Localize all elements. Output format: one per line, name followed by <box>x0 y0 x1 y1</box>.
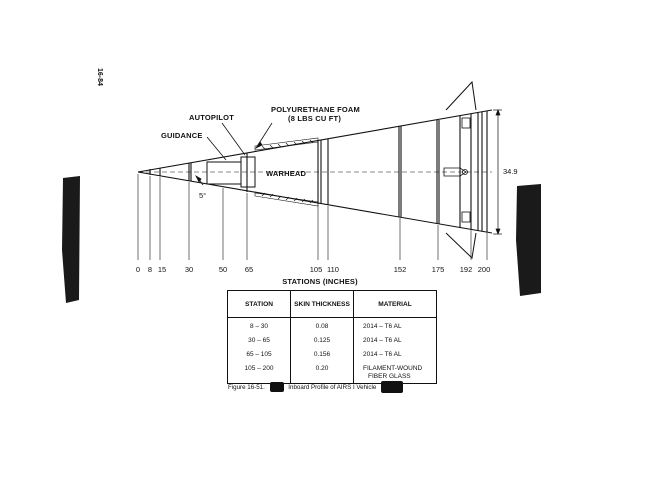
thickness-cell: 0.156 <box>290 350 354 364</box>
scan-artifact-right <box>516 184 541 296</box>
scan-blot <box>269 382 284 393</box>
table-row: 8 – 30 0.08 2014 – T6 AL <box>227 317 437 336</box>
foam-density-label: (8 LBS CU FT) <box>288 114 341 123</box>
cone-outline <box>137 109 493 234</box>
leader-lines <box>195 122 273 186</box>
foam-label: POLYURETHANE FOAM <box>271 105 360 114</box>
material-cell: 2014 – T6 AL <box>353 350 437 364</box>
station-extension-lines <box>137 174 488 260</box>
base-equipment <box>443 117 471 223</box>
material-cell: 2014 – T6 AL <box>353 336 437 350</box>
header-skin-thickness: SKIN THICKNESS <box>290 290 354 318</box>
station-tick: 50 <box>219 265 227 274</box>
scan-blot <box>381 381 404 394</box>
autopilot-label: AUTOPILOT <box>189 113 234 122</box>
material-line-2: FIBER GLASS <box>368 373 411 380</box>
page-number: 16-84 <box>96 68 103 86</box>
station-cell: 65 – 105 <box>227 350 291 364</box>
skin-thickness-table: STATION SKIN THICKNESS MATERIAL 8 – 30 0… <box>227 290 437 384</box>
station-tick: 0 <box>136 265 140 274</box>
station-tick: 152 <box>394 265 407 274</box>
station-tick: 192 <box>460 265 473 274</box>
header-station: STATION <box>227 290 291 318</box>
table-header-row: STATION SKIN THICKNESS MATERIAL <box>227 290 437 318</box>
table-row: 105 – 200 0.20 FILAMENT-WOUND FIBER GLAS… <box>227 364 437 384</box>
station-tick: 200 <box>478 265 491 274</box>
angle-label: 5° <box>199 191 206 200</box>
scan-artifact-left <box>62 176 80 303</box>
station-tick: 175 <box>432 265 445 274</box>
stations-axis-title: STATIONS (INCHES) <box>282 277 358 286</box>
table-row: 65 – 105 0.156 2014 – T6 AL <box>227 350 437 364</box>
station-tick: 110 <box>327 265 339 274</box>
figure-caption: Figure 16-51. Inboard Profile of AIRS I … <box>228 381 406 395</box>
figure-number: Figure 16-51. <box>228 384 265 391</box>
material-cell: 2014 – T6 AL <box>353 317 437 336</box>
station-cell: 30 – 65 <box>227 336 291 350</box>
station-tick: 15 <box>158 265 166 274</box>
table-row: 30 – 65 0.125 2014 – T6 AL <box>227 336 437 350</box>
station-tick: 8 <box>148 265 152 274</box>
guidance-autopilot-boxes <box>206 156 256 188</box>
station-tick: 65 <box>245 265 253 274</box>
station-tick: 30 <box>185 265 193 274</box>
diameter-dimension <box>493 109 502 235</box>
foam-band <box>254 137 319 207</box>
station-bulkheads <box>149 111 488 232</box>
station-ticks: 0 8 15 30 50 65 105 110 152 175 192 200 <box>136 265 490 274</box>
thickness-cell: 0.08 <box>290 317 354 336</box>
warhead-label: WARHEAD <box>266 169 307 178</box>
material-cell: FILAMENT-WOUND FIBER GLASS <box>353 364 437 384</box>
diameter-label: 34.9 <box>503 167 518 176</box>
station-tick: 105 <box>310 265 323 274</box>
header-material: MATERIAL <box>353 290 437 318</box>
base-flare <box>445 80 477 260</box>
station-cell: 8 – 30 <box>227 317 291 336</box>
figure-title: Inboard Profile of AIRS I Vehicle <box>288 384 377 391</box>
material-line-1: FILAMENT-WOUND <box>363 365 423 372</box>
guidance-label: GUIDANCE <box>161 131 203 140</box>
thickness-cell: 0.125 <box>290 336 354 350</box>
